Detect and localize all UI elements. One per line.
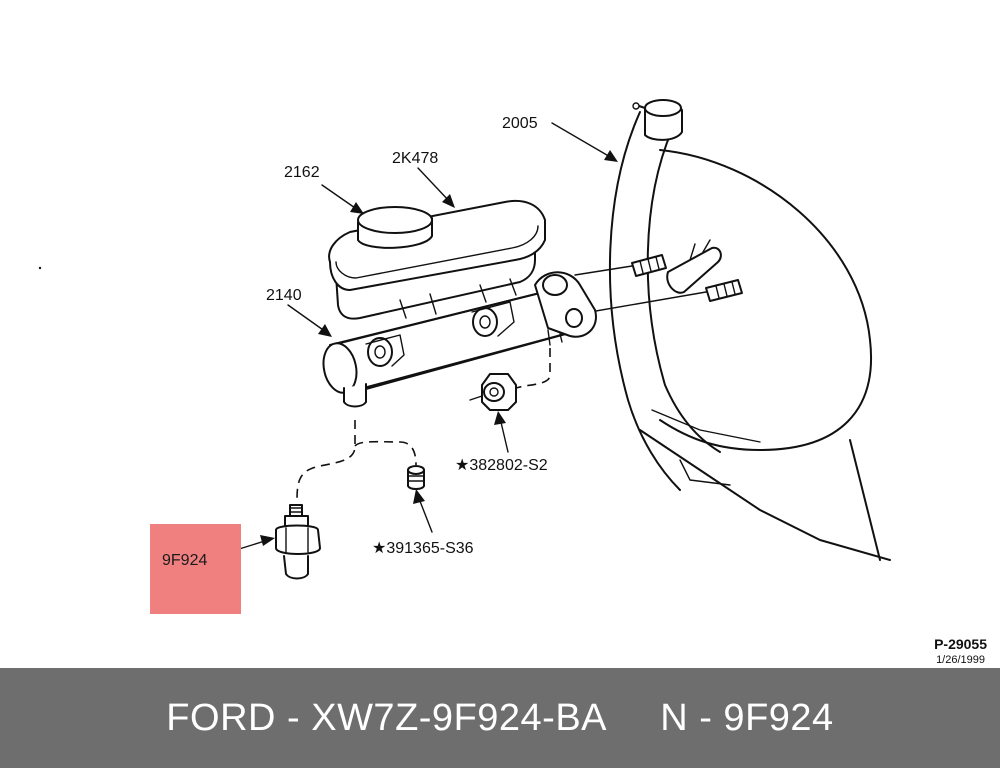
label-reservoir: 2K478 — [392, 150, 438, 167]
routing-line-nut — [515, 348, 551, 389]
booster-stud-lower — [705, 279, 743, 302]
label-pressure-switch: 9F924 — [162, 552, 207, 569]
label-reservoir-cap: 2162 — [284, 164, 320, 181]
label-nut: ★382802-S2 — [455, 457, 548, 474]
leader-arrows — [38, 122, 618, 556]
pressure-switch-part — [275, 504, 321, 580]
routing-line-fitting — [354, 440, 417, 466]
booster-stud-upper — [631, 254, 667, 277]
reservoir-cap — [357, 206, 433, 249]
footer-part-text: FORD - XW7Z-9F924-BA N - 9F924 — [166, 696, 834, 739]
brake-master-cylinder-diagram: 2005 2K478 2162 2140 ★382802-S2 ★391365-… — [38, 99, 987, 666]
master-cylinder — [322, 271, 597, 408]
fluid-reservoir — [328, 200, 546, 320]
highlight-box — [150, 524, 241, 614]
drawing-ref-date: 1/26/1999 — [936, 654, 985, 666]
fitting-part — [407, 465, 425, 490]
label-master-cylinder: 2140 — [266, 287, 302, 304]
nut-part — [469, 373, 517, 411]
label-fitting: ★391365-S36 — [372, 540, 474, 557]
footer-bar: FORD - XW7Z-9F924-BA N - 9F924 — [0, 668, 1000, 768]
label-booster: 2005 — [502, 115, 538, 132]
brake-booster — [574, 99, 891, 561]
drawing-ref-code: P-29055 — [934, 636, 987, 652]
routing-line-switch — [296, 420, 356, 501]
